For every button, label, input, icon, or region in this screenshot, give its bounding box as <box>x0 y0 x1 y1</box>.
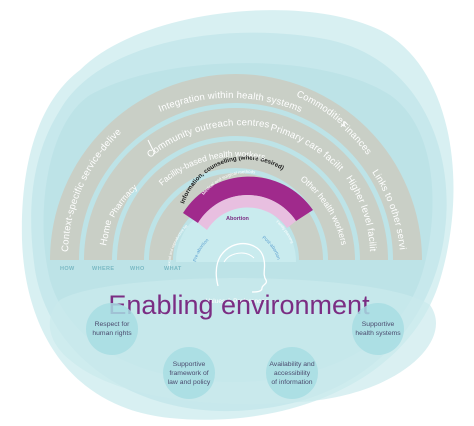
where-home-label: Home <box>98 219 114 247</box>
bubble-health-systems-line-1: Supportive <box>362 321 395 328</box>
head-silhouette-icon <box>215 243 268 293</box>
info-counselling-highlight <box>183 176 313 230</box>
axis-label-how: HOW <box>60 266 75 272</box>
bubble-law-policy-line-2: framework of <box>169 370 208 377</box>
bubble-information-circle <box>266 347 318 399</box>
bubble-health-systems: Supportive health systems <box>352 303 404 355</box>
what-abortion-label: Abortion <box>226 216 250 222</box>
axis-label-where: WHERE <box>92 266 114 272</box>
bubble-law-policy: Supportive framework of law and policy <box>163 347 215 399</box>
ring-divider-line <box>147 139 156 155</box>
bubble-health-systems-line-2: health systems <box>355 330 401 337</box>
axis-label-who: WHO <box>130 266 145 272</box>
values-preferences-label: Values & Preferences <box>206 298 269 305</box>
bubble-human-rights-circle <box>86 303 138 355</box>
enabling-environment-title: Enabling environment <box>108 290 370 320</box>
bubble-human-rights-line-1: Respect for <box>95 321 130 328</box>
abortion-band <box>198 195 296 230</box>
ring-who <box>117 141 355 260</box>
bubble-human-rights-line-2: human rights <box>92 330 132 337</box>
highlight-band <box>183 176 313 223</box>
axis-labels: HOW WHERE WHO WHAT <box>60 266 182 272</box>
bubble-health-systems-circle <box>352 303 404 355</box>
ring-where <box>84 108 388 260</box>
bubble-information-line-3: of information <box>271 379 312 386</box>
bubble-information-line-1: Availability and <box>269 361 314 368</box>
bubble-law-policy-line-3: law and policy <box>168 379 211 386</box>
bubble-information-line-2: accessibility <box>274 370 311 377</box>
bubble-law-policy-line-1: Supportive <box>173 361 206 368</box>
blob-lower <box>49 278 437 405</box>
bubble-information: Availability and accessibility of inform… <box>266 347 318 399</box>
axis-label-what: WHAT <box>164 266 182 272</box>
bubble-human-rights: Respect for human rights <box>86 303 138 355</box>
ring-how <box>50 74 422 260</box>
bubble-law-policy-circle <box>163 347 215 399</box>
